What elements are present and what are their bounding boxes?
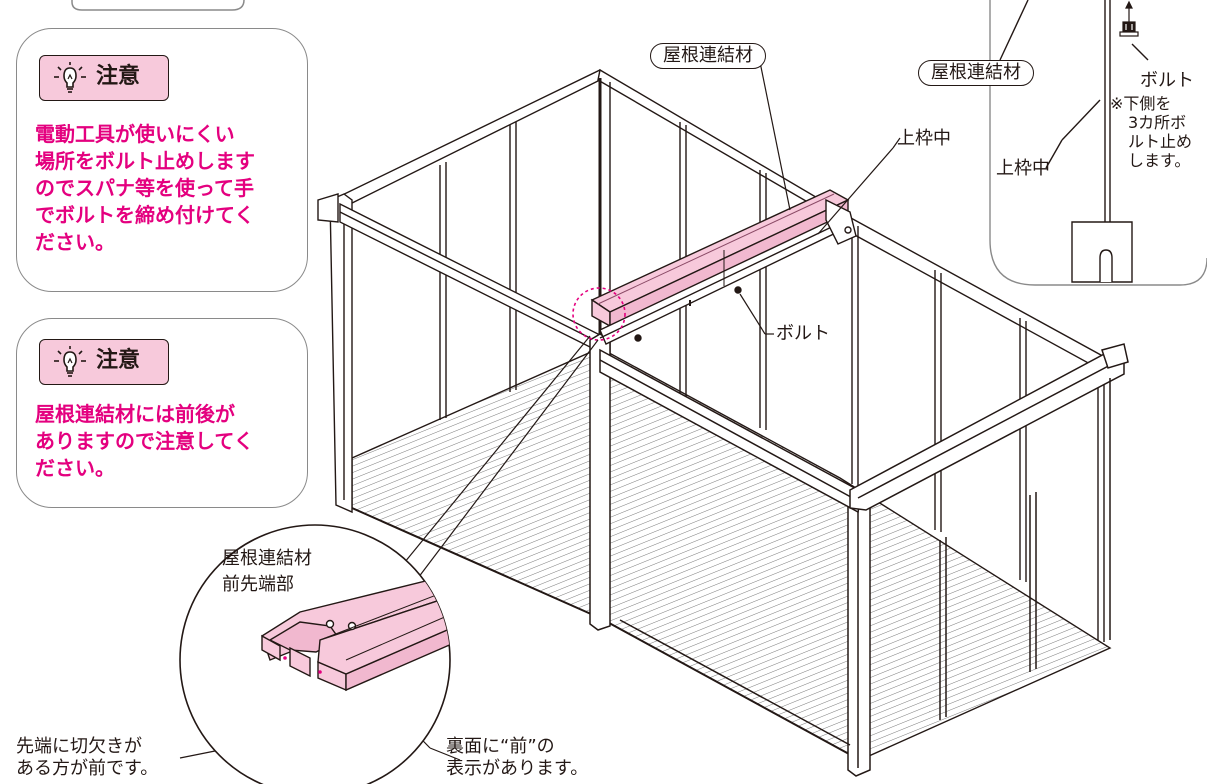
zoom-circle: [179, 524, 451, 784]
back-callout: 裏面に“前”の 表示があります。: [446, 736, 588, 780]
inset-bolt-note: ※下側を 3カ所ボ ルト止め します。: [1110, 94, 1192, 170]
caution-text: 屋根連結材には前後が ありますので注意してく ださい。: [35, 401, 254, 482]
caution-line: 場所をボルト止めします: [35, 149, 255, 173]
inset-note-line: します。: [1128, 151, 1191, 170]
caution-line: 屋根連結材には前後が: [35, 402, 235, 426]
upper-frame-middle-label: 上枠中: [897, 128, 951, 149]
inset-note-line: 3カ所ボ: [1128, 113, 1187, 132]
caution-title: 注意: [96, 64, 141, 89]
bolt-label: ボルト: [776, 323, 830, 344]
zoom-title-line: 前先端部: [222, 574, 294, 595]
lightbulb-icon: [54, 62, 86, 93]
inset-upper-frame-label: 上枠中: [996, 158, 1050, 179]
roof-connector-label: 屋根連結材: [650, 43, 766, 69]
caution-note-1: 注意 電動工具が使いにくい 場所をボルト止めします のでスパナ等を使って手 でボ…: [16, 28, 308, 292]
callout-line: 表示があります。: [446, 758, 589, 779]
caution-header: 注意: [39, 55, 169, 101]
inset-note-line: ルト止め: [1128, 132, 1193, 151]
bolt-icon: [1119, 0, 1139, 37]
callout-line: 裏面に“前”の: [446, 736, 555, 757]
zoom-title-line: 屋根連結材: [222, 548, 312, 569]
front-end-highlight: [572, 287, 626, 341]
zoom-title: 屋根連結材 前先端部: [222, 546, 312, 598]
left-wall-frame: [317, 193, 601, 514]
roof-connector-part: [590, 189, 857, 345]
front-callout: 先端に切欠きが ある方が前です。: [16, 736, 158, 780]
previous-step-box: [71, 0, 245, 11]
detail-inset: [989, 0, 1207, 286]
caution-line: ださい。: [35, 230, 115, 254]
caution-note-2: 注意 屋根連結材には前後が ありますので注意してく ださい。: [16, 318, 308, 508]
lightbulb-icon: [54, 346, 86, 377]
caution-line: 電動工具が使いにくい: [35, 122, 235, 146]
inset-note-line: ※下側を: [1110, 94, 1172, 113]
caution-line: ありますので注意してく: [35, 429, 254, 453]
caution-title: 注意: [96, 348, 141, 373]
caution-line: ださい。: [35, 456, 115, 480]
back-frame: [330, 68, 850, 430]
inset-roof-connector-label: 屋根連結材: [918, 60, 1034, 86]
inset-bolt-label: ボルト: [1140, 70, 1194, 91]
caution-line: のでスパナ等を使って手: [35, 176, 254, 200]
callout-line: ある方が前です。: [16, 758, 159, 779]
front-frame: [589, 333, 1129, 777]
caution-header: 注意: [39, 339, 169, 385]
caution-text: 電動工具が使いにくい 場所をボルト止めします のでスパナ等を使って手 でボルトを…: [35, 121, 255, 256]
callout-line: 先端に切欠きが: [16, 736, 142, 757]
caution-line: でボルトを締め付けてく: [35, 203, 255, 227]
